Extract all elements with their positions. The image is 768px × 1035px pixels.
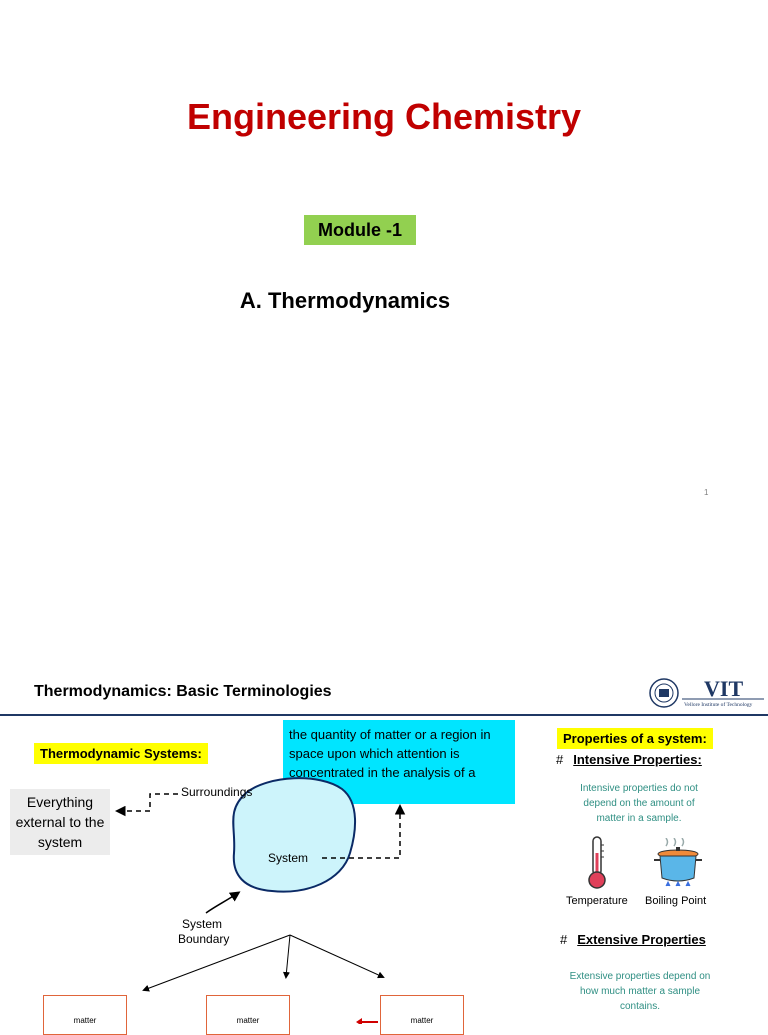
branch-line-right [289,934,385,979]
intensive-description: Intensive properties do not depend on th… [580,783,698,824]
slide-title: Engineering Chemistry [186,96,582,137]
boundary-label-line1: System [182,917,223,931]
module-badge: Module -1 [304,215,416,245]
page-number: 1 [704,488,709,497]
hash-bullet: # [556,752,564,767]
systems-label: Thermodynamic Systems: [34,743,208,764]
definition-arrow [322,804,406,859]
matter-box-closed: matter [206,995,290,1035]
matter-box-isolated: matter [380,995,464,1035]
extensive-heading-row: # Extensive Properties [560,932,706,947]
surroundings-arrow [115,793,178,817]
surroundings-note: Everything external to the system [10,789,110,855]
properties-label: Properties of a system: [557,728,713,749]
temperature-label: Temperature [566,895,628,907]
boiling-point-label: Boiling Point [645,895,707,907]
system-diagram [115,777,406,1024]
boundary-label: System Boundary [178,917,229,947]
extensive-description: Extensive properties depend on how much … [569,971,711,1012]
boiling-pot-icon [654,838,702,887]
definition-box: the quantity of matter or a region in sp… [283,720,515,804]
intensive-heading-row: # Intensive Properties: [556,752,702,767]
boundary-arrow [205,891,241,914]
intensive-heading: Intensive Properties: [573,752,702,767]
boundary-label-line2: Boundary [178,932,230,946]
slide2-title: Thermodynamics: Basic Terminologies [34,683,332,700]
logo-text: VIT [704,676,743,701]
vit-logo: VIT Vellore Institute of Technology [648,674,766,712]
matter-box-label: matter [73,1016,97,1025]
hash-bullet: # [560,932,568,947]
matter-box-label: matter [410,1016,434,1025]
matter-box-label: matter [236,1016,260,1025]
vit-seal-icon: VIT Vellore Institute of Technology [649,676,764,708]
header-divider [0,714,768,716]
branch-line-left [142,934,291,992]
thermometer-icon [588,836,606,889]
system-shape [232,777,357,893]
logo-subtext: Vellore Institute of Technology [684,701,753,708]
surroundings-note-text: Everything external to the system [15,794,105,850]
branch-line-middle [282,934,291,979]
slide-subtitle: A. Thermodynamics [239,288,451,313]
matter-box-open: matter [43,995,127,1035]
system-label: System [268,851,309,865]
extensive-heading: Extensive Properties [577,932,706,947]
surroundings-label: Surroundings [181,785,253,799]
